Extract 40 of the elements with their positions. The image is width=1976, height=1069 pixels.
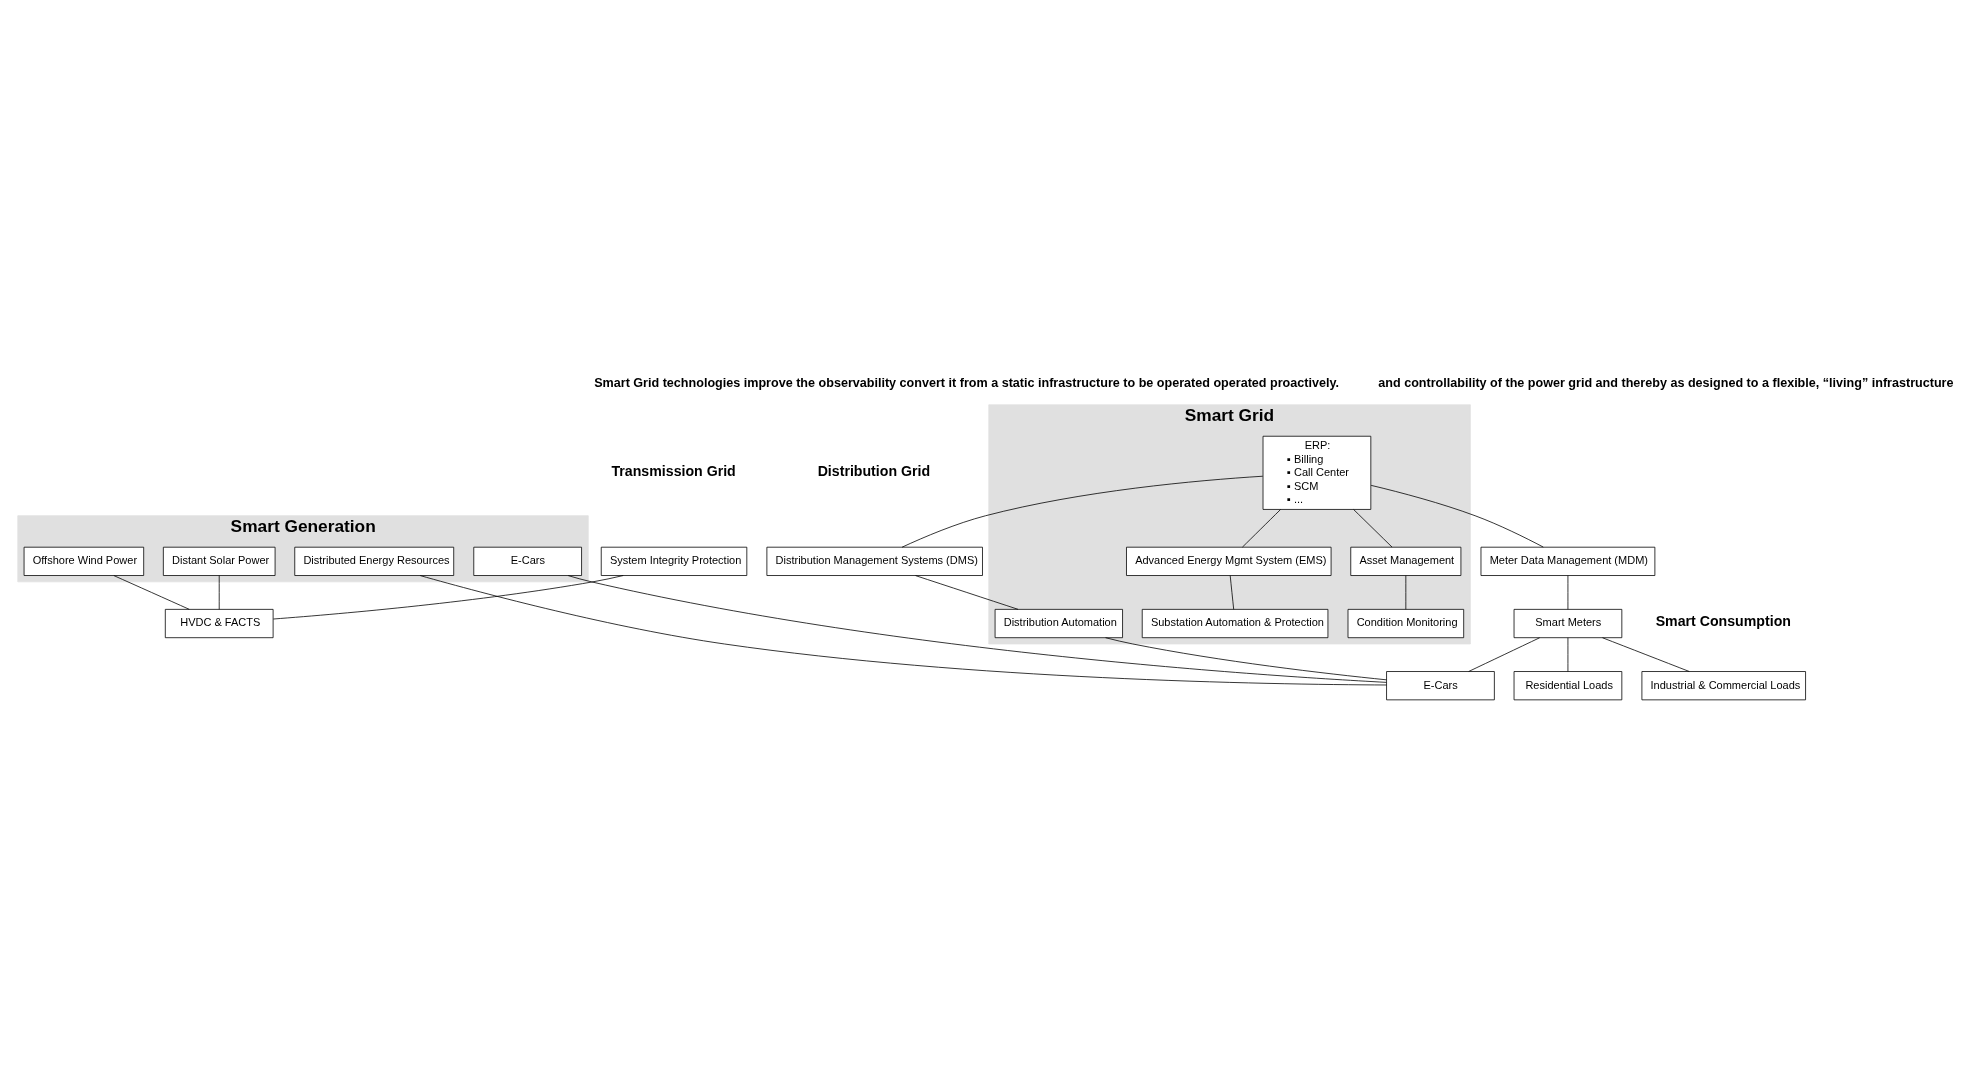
node-box: Smart Meters [1513,608,1623,638]
connector [113,574,190,610]
label: Smart Grid technologies improve the observability convert it from a static infrastructure to be operated operated proactively. [594,375,1340,390]
connector [567,574,1387,683]
node-box: Advanced Energy Mgmt System (EMS) [1126,546,1332,576]
connector [1242,508,1281,547]
node-box: HVDC & FACTS [164,608,274,638]
node-box: ERP: ▪ Billing ▪ Call Center ▪ SCM ▪ ... [1262,435,1372,510]
connector [915,574,1019,610]
node-box: System Integrity Protection [600,546,748,576]
connector [1353,508,1393,547]
node-box: Distributed Energy Resources [294,546,455,576]
connector [1602,636,1690,672]
connector [1370,484,1544,547]
label: Smart Consumption [1655,612,1791,629]
label: Transmission Grid [611,462,736,479]
node-box: Distribution Automation [994,608,1123,638]
connector [1468,636,1541,672]
label: Distribution Grid [817,462,931,479]
node-box: Asset Management [1350,546,1462,576]
node-box: Residential Loads [1513,670,1623,700]
node-box: Offshore Wind Power [23,546,145,576]
node-box: Substation Automation & Protection [1141,608,1329,638]
node-box: Condition Monitoring [1347,608,1465,638]
node-box: Distribution Management Systems (DMS) [766,546,983,576]
connector [901,475,1264,548]
connector [419,574,1387,685]
connector [1105,636,1387,680]
connector [1229,574,1235,610]
node-box: Meter Data Management (MDM) [1480,546,1656,576]
node-box: Distant Solar Power [162,546,276,576]
node-box: E-Cars [473,546,582,576]
connector [218,574,220,610]
connector [1405,574,1407,610]
connector [1567,636,1569,672]
node-box: Industrial & Commercial Loads [1641,670,1806,700]
node-box: E-Cars [1386,670,1495,700]
connector [272,574,624,619]
label: and controllability of the power grid and thereby as designed to a flexible, “living” infrastructure [1378,375,1954,390]
connector [1567,574,1569,610]
